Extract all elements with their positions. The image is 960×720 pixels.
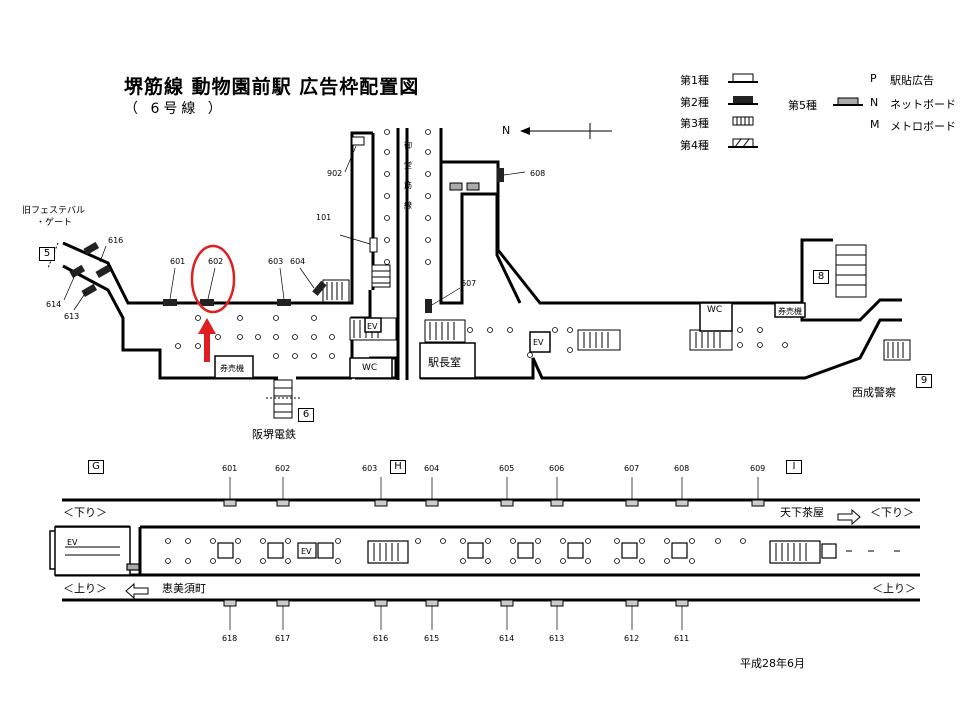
legend-type4-symbol xyxy=(728,138,758,148)
pf-top-605: 605 xyxy=(499,464,515,473)
legend-type1-label: 第1種 xyxy=(680,74,709,87)
pf-top-609: 609 xyxy=(750,464,766,473)
exit-5: 5 xyxy=(39,247,55,261)
highlight-ellipse-602 xyxy=(190,244,236,314)
legend-type3-symbol xyxy=(732,116,754,126)
page-subtitle: （ 6号線 ） xyxy=(124,101,226,117)
nishinari-label: 西成警察 xyxy=(852,386,896,399)
platform-ev-2: EV xyxy=(301,547,312,556)
pf-bottom-618: 618 xyxy=(222,634,238,643)
legend-type3-label: 第3種 xyxy=(680,117,709,130)
ad-code-602: 602 xyxy=(208,257,224,266)
exit-6: 6 xyxy=(298,408,314,422)
down-right-label: ＜下り＞ xyxy=(870,506,914,519)
ad-code-616: 616 xyxy=(108,236,124,245)
legend-m-code: M xyxy=(870,118,880,131)
highlight-arrow xyxy=(198,318,216,362)
hankai-label: 阪堺電鉄 xyxy=(252,428,296,441)
pf-bottom-616: 616 xyxy=(373,634,389,643)
street-char-1: 御 xyxy=(404,141,412,150)
ev-concourse-1: EV xyxy=(367,322,378,331)
ticket-machine-label-1: 券売機 xyxy=(220,364,244,373)
pf-bottom-615: 615 xyxy=(424,634,440,643)
north-arrow xyxy=(520,123,612,139)
up-left-label: ＜上り＞ xyxy=(63,582,107,595)
station-office-label: 駅長室 xyxy=(428,356,461,369)
pf-top-602: 602 xyxy=(275,464,291,473)
platform-ads-bottom xyxy=(223,599,689,607)
ticket-machine-label-2: 券売機 xyxy=(778,307,802,316)
platform-ads-top xyxy=(223,499,765,507)
legend-m-label: メトロボード xyxy=(890,120,956,133)
ad-code-101: 101 xyxy=(316,213,332,222)
pf-bottom-614: 614 xyxy=(499,634,515,643)
north-label: N xyxy=(502,124,511,137)
pf-top-606: 606 xyxy=(549,464,565,473)
ad-code-607: 607 xyxy=(461,279,477,288)
legend-type1-symbol xyxy=(732,73,754,83)
ad-code-614: 614 xyxy=(46,300,62,309)
ad-code-608: 608 xyxy=(530,169,546,178)
pf-bottom-612: 612 xyxy=(624,634,640,643)
legend-type2-label: 第2種 xyxy=(680,96,709,109)
legend-p-code: P xyxy=(870,72,877,85)
pf-top-608: 608 xyxy=(674,464,690,473)
wc-left-label: WC xyxy=(362,363,378,373)
platform-ticks xyxy=(229,477,759,630)
legend-p-label: 駅貼広告 xyxy=(890,74,934,87)
platform-area xyxy=(54,526,131,576)
legend-type2-symbol xyxy=(733,96,753,104)
concourse-walls xyxy=(62,128,902,380)
down-left-label: ＜下り＞ xyxy=(63,506,107,519)
platform-ev: EV xyxy=(67,538,78,547)
legend-n-label: ネットボード xyxy=(890,98,956,111)
ad-101-board xyxy=(369,237,378,253)
pf-bottom-611: 611 xyxy=(674,634,690,643)
legend-type4-label: 第4種 xyxy=(680,139,709,152)
up-right-label: ＜上り＞ xyxy=(872,582,916,595)
pf-bottom-613: 613 xyxy=(549,634,565,643)
ebisucho-label: 恵美須町 xyxy=(162,582,206,595)
marker-g: G xyxy=(88,460,104,474)
pf-top-607: 607 xyxy=(624,464,640,473)
wc-right-label: WC xyxy=(707,305,723,315)
ad-code-902: 902 xyxy=(327,169,343,178)
marker-h: H xyxy=(390,460,406,474)
pf-top-601: 601 xyxy=(222,464,238,473)
columns xyxy=(175,129,788,359)
pf-top-604: 604 xyxy=(424,464,440,473)
legend-n-code: N xyxy=(870,96,879,109)
exit-9: 9 xyxy=(916,374,932,388)
street-char-3: 筋 xyxy=(404,181,412,190)
page-title: 堺筋線 動物園前駅 広告枠配置図 xyxy=(124,76,420,98)
platform-columns xyxy=(165,538,746,564)
old-gate-label-1: 旧フェステバル xyxy=(22,206,86,216)
ad-code-613: 613 xyxy=(64,312,80,321)
rooms xyxy=(49,302,806,570)
pf-bottom-617: 617 xyxy=(275,634,291,643)
escalator-lines xyxy=(65,543,900,561)
ad-code-603: 603 xyxy=(268,257,284,266)
legend-type5-label: 第5種 xyxy=(788,99,817,112)
ad-code-601: 601 xyxy=(170,257,186,266)
concourse-netboards xyxy=(449,182,480,191)
legend-type5-symbol xyxy=(833,97,863,106)
ev-concourse-2: EV xyxy=(533,338,544,347)
tengachaya-label: 天下茶屋 xyxy=(780,506,824,519)
concourse-ads xyxy=(69,168,504,313)
old-gate-label-2: ・ゲート xyxy=(36,218,73,228)
platform-stairs xyxy=(126,540,837,571)
ad-code-604: 604 xyxy=(290,257,306,266)
street-char-2: 堂 xyxy=(404,161,412,170)
stairs xyxy=(273,136,911,419)
street-char-4: 線 xyxy=(404,201,412,210)
date-label: 平成28年6月 xyxy=(740,657,805,670)
marker-i: I xyxy=(786,460,802,474)
leader-lines xyxy=(63,145,526,311)
exit-8: 8 xyxy=(813,270,829,284)
pf-top-603: 603 xyxy=(362,464,378,473)
direction-arrows xyxy=(125,508,861,600)
